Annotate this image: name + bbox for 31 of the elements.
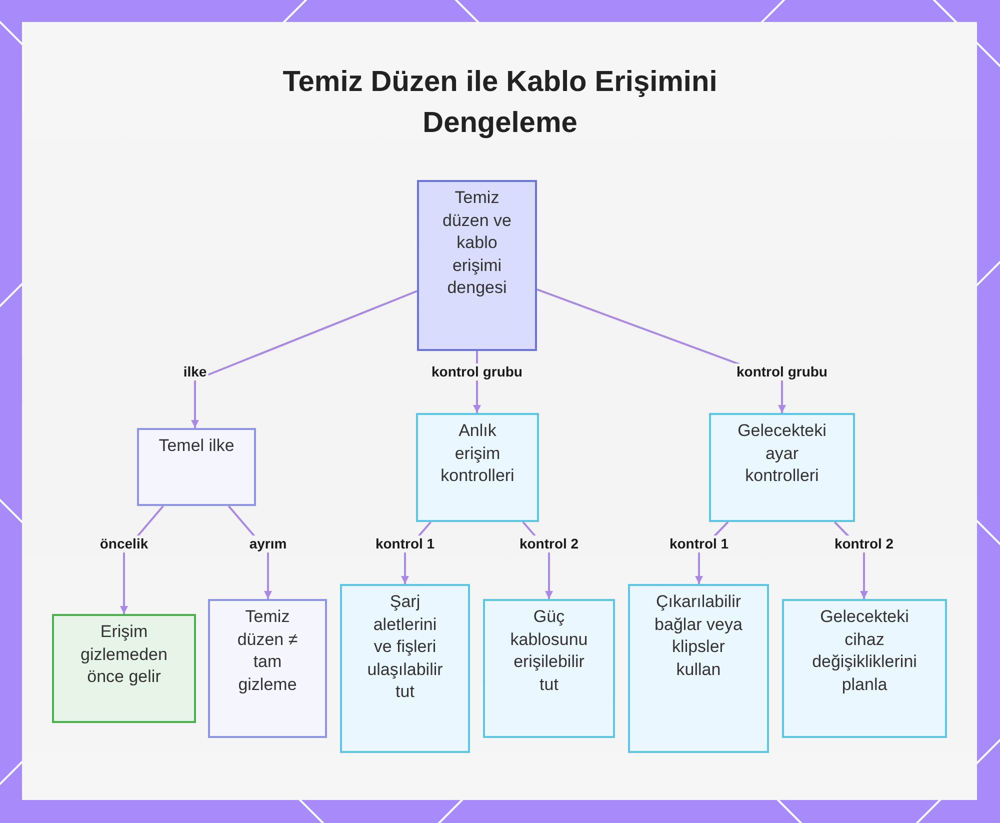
edge-label: kontrol 1 [667,536,731,552]
leaf-box [340,584,470,753]
leaf-box [483,599,615,738]
diagram-title: Temiz Düzen ile Kablo Erişimini Dengeleme [282,65,718,141]
edge-label: öncelik [98,536,150,552]
box-text: Güç kablosunu erişilebilir tut [509,606,589,696]
box-text: Anlık erişim kontrolleri [440,420,516,487]
leaf-box [52,614,196,723]
central-topic-box [417,180,537,351]
edge-label: kontrol grubu [430,364,524,380]
leaf-box [782,599,947,738]
category-box [416,413,539,522]
edge-label: kontrol 1 [373,536,437,552]
box-text: Çıkarılabilir bağlar veya klipsler kullan [654,591,743,680]
edge-label: kontrol grubu [734,364,830,380]
leaf-box [628,584,769,753]
box-text: Şarj aletlerini ve fişleri ulaşılabilir tut [366,591,444,703]
connector-arrow [191,290,418,428]
edge-label: kontrol 2 [517,536,581,552]
box-text: Temel ilke [158,435,236,457]
category-box [137,428,256,506]
box-text: Temiz düzen ≠ tam gizleme [236,606,299,696]
edge-label: ilke [181,364,209,380]
box-text: Erişim gizlemeden önce gelir [80,621,168,688]
edge-label: kontrol 2 [832,536,896,552]
edge-label: ayrım [247,536,289,552]
leaf-box [208,599,327,738]
box-text: Gelecekteki cihaz değişikliklerini planla [811,606,918,696]
box-text: Gelecekteki ayar kontrolleri [736,420,828,487]
box-text: Temiz düzen ve kablo erişimi dengesi [442,187,512,299]
category-box [709,413,855,522]
